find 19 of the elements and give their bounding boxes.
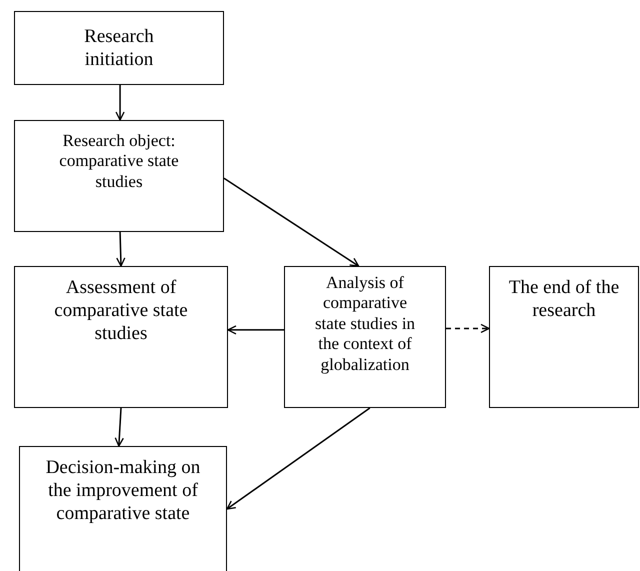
arrow [115, 85, 125, 121]
arrow [446, 324, 490, 334]
process-box [19, 446, 227, 571]
process-box [14, 11, 224, 85]
arrow [224, 178, 360, 267]
arrow [227, 325, 284, 335]
box-text: Assessment of comparative state studies [53, 277, 189, 346]
box-text: Decision-making on the improvement of comparative state [44, 457, 202, 526]
arrow [226, 407, 370, 510]
process-box [489, 266, 639, 408]
arrow [114, 408, 124, 447]
process-box [284, 266, 446, 408]
process-box [14, 266, 228, 408]
box-text: The end of the research [508, 277, 620, 323]
process-box [14, 120, 224, 232]
box-text: Research initiation [83, 26, 155, 72]
arrow [116, 232, 126, 267]
box-text: Research object: comparative state studies [58, 131, 180, 192]
box-text: Analysis of comparative state studies in the context of globalization [314, 273, 416, 375]
